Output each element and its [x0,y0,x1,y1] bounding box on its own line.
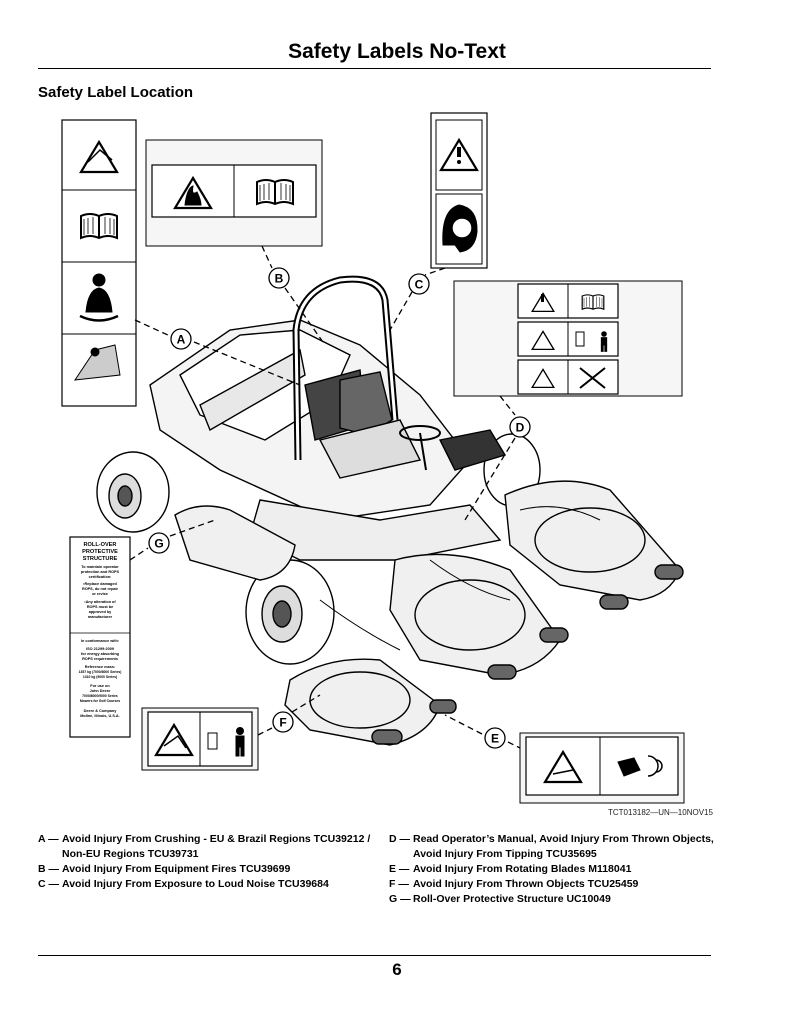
rops-line: ROPS requirements [82,657,118,661]
page-number: 6 [392,960,402,979]
rops-line: To maintain operator [81,565,119,569]
label-d-composite [453,280,683,397]
bottom-rule [38,955,711,956]
rops-line: ▪Any alteration of [84,600,116,604]
legend-item: G —Roll-Over Protective Structure UC1004… [389,893,611,905]
callout-g: G [148,532,170,554]
legend-item: Non-EU Regions TCU39731 [62,848,199,860]
label-a-crushing [61,119,137,407]
rops-line: Mowers for Golf Courses [80,699,120,703]
label-e-rotating-blades [519,732,685,804]
callout-e: E [484,727,506,749]
label-f-thrown-objects [141,707,259,771]
rops-line: 1357 kg (7000/8000 Series) [79,670,122,674]
svg-text:F: F [279,716,286,730]
rops-line: manufacturer [88,615,113,619]
rops-line: for energy absorbing [81,652,120,656]
safety-label-figure: ROLL-OVER PROTECTIVE STRUCTURE To mainta… [61,112,685,804]
label-g-rops: ROLL-OVER PROTECTIVE STRUCTURE To mainta… [69,536,131,738]
callout-f: F [272,711,294,733]
legend-left-column: A —Avoid Injury From Crushing - EU & Bra… [38,832,378,892]
legend-item: F —Avoid Injury From Thrown Objects TCU2… [389,878,639,890]
leader-lines [129,245,521,749]
legend-right-column: D —Read Operator’s Manual, Avoid Injury … [389,832,729,907]
rops-line: For use on [90,684,110,688]
rops-heading-2: PROTECTIVE [82,549,118,555]
legend-item: Avoid Injury From Tipping TCU35695 [413,848,597,860]
svg-text:B: B [275,272,284,286]
rops-line: ROPS, do not repair [82,587,119,591]
section-heading: Safety Label Location [38,84,194,101]
rops-line: ROPS must be [87,605,113,609]
page-title: Safety Labels No-Text [288,40,506,63]
callout-c: C [408,273,430,295]
figure-reference: TCT013182—UN—10NOV15 [608,808,713,817]
rops-line: 1310 kg (9000 Series) [83,675,117,679]
rops-line: 7000/8000/9000 Series [82,694,118,698]
svg-text:D: D [516,421,525,435]
legend-item: E —Avoid Injury From Rotating Blades M11… [389,863,632,875]
label-c-noise [430,112,488,269]
callout-b: B [268,267,290,289]
rops-line: John Deere [90,689,111,693]
rops-label-text: ROLL-OVER PROTECTIVE STRUCTURE To mainta… [79,542,122,718]
rops-line: In conformance with: [81,639,119,643]
rops-line: ISO 21299:2009 [86,647,114,651]
legend-item: A —Avoid Injury From Crushing - EU & Bra… [38,833,371,845]
rops-line: ▪Replace damaged [83,582,117,586]
rops-line: or revise [92,592,108,596]
legend-item: D —Read Operator’s Manual, Avoid Injury … [389,833,714,845]
rops-line: certification: [89,575,112,579]
rops-line: protection and ROPS [81,570,120,574]
rops-line: Moline, Illinois, U.S.A. [80,714,119,718]
svg-text:A: A [177,333,186,347]
rops-line: approved by [89,610,112,614]
svg-text:G: G [154,537,163,551]
svg-text:C: C [415,278,424,292]
callout-d: D [509,416,531,438]
rops-heading-1: ROLL-OVER [84,542,117,548]
callout-a: A [170,328,192,350]
label-b-fire [145,139,323,247]
rops-line: Deere & Company [84,709,118,713]
rops-heading-3: STRUCTURE [83,556,118,562]
svg-text:E: E [491,732,499,746]
top-rule [38,68,711,69]
mower-illustration [96,275,684,746]
legend-item: C —Avoid Injury From Exposure to Loud No… [38,878,329,890]
rops-line: Reference mass: [85,665,115,669]
legend-item: B —Avoid Injury From Equipment Fires TCU… [38,863,291,875]
